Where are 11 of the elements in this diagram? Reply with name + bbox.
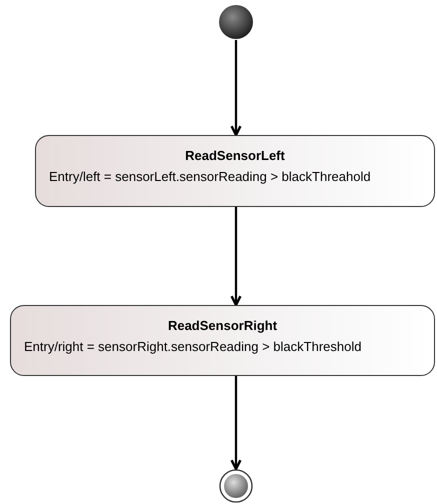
state-name: ReadSensorRight [166, 318, 278, 333]
entry-action: Entry/left = sensorLeft.sensorReading > blackThreahold [49, 169, 371, 184]
transition-arrow [230, 207, 242, 306]
transition-arrow [230, 40, 242, 136]
state-name: ReadSensorLeft [184, 148, 286, 163]
state-box [35, 135, 435, 207]
state-box [10, 305, 435, 376]
initial-state-circle [218, 4, 254, 40]
transition-arrow [230, 376, 242, 470]
entry-action: Entry/right = sensorRight.sensorReading > blackThreshold [24, 339, 362, 354]
final-state-circle [219, 469, 253, 503]
